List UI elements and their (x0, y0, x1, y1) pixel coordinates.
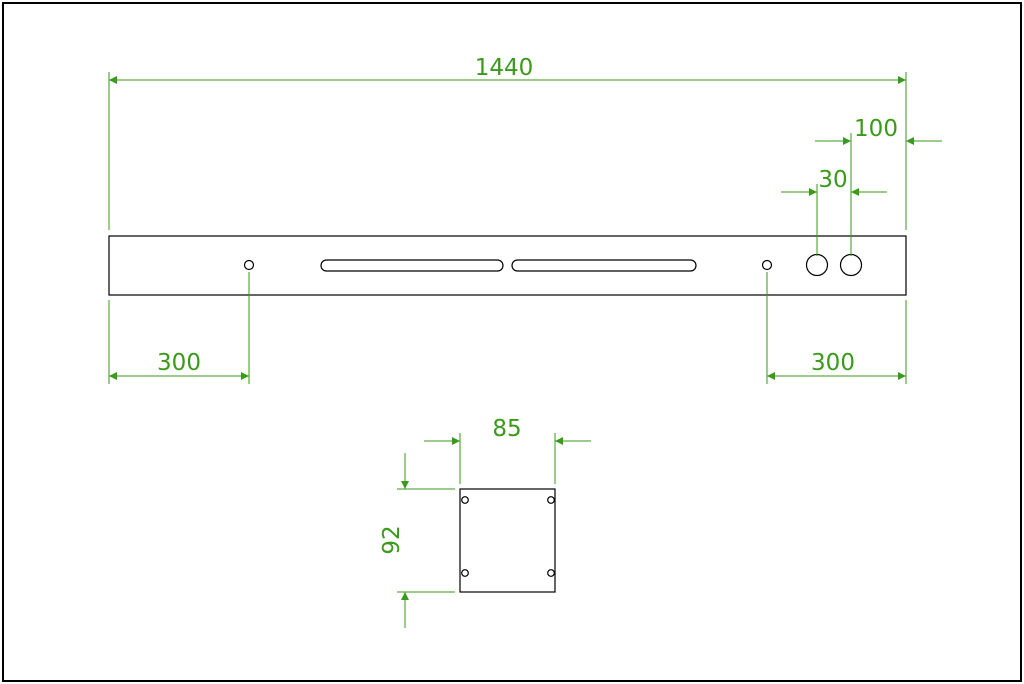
plate-outline (459, 488, 556, 593)
plate-part (459, 488, 556, 593)
plate-hole-top-left (461, 496, 469, 504)
dim-label-1440: 1440 (475, 55, 534, 81)
dim-label-300-right: 300 (811, 350, 855, 376)
dim-label-85: 85 (492, 416, 521, 442)
rail-outline (108, 235, 907, 296)
rail-part (108, 235, 907, 296)
dim-label-300-left: 300 (157, 350, 201, 376)
rail-large-hole-1 (805, 253, 829, 277)
rail-slot-right (511, 259, 697, 272)
dim-label-92: 92 (379, 525, 405, 554)
plate-hole-top-right (547, 496, 555, 504)
plate-hole-bottom-left (461, 569, 469, 577)
rail-hole-right (761, 259, 773, 271)
rail-large-hole-2 (839, 253, 863, 277)
rail-slot-left (320, 259, 504, 272)
rail-hole-left (243, 259, 255, 271)
dim-label-100: 100 (854, 116, 898, 142)
plate-hole-bottom-right (547, 569, 555, 577)
dimension-labels: 1440 100 30 300 300 85 92 (157, 55, 898, 555)
dimension-layer (108, 72, 942, 628)
dim-label-30: 30 (818, 167, 847, 193)
